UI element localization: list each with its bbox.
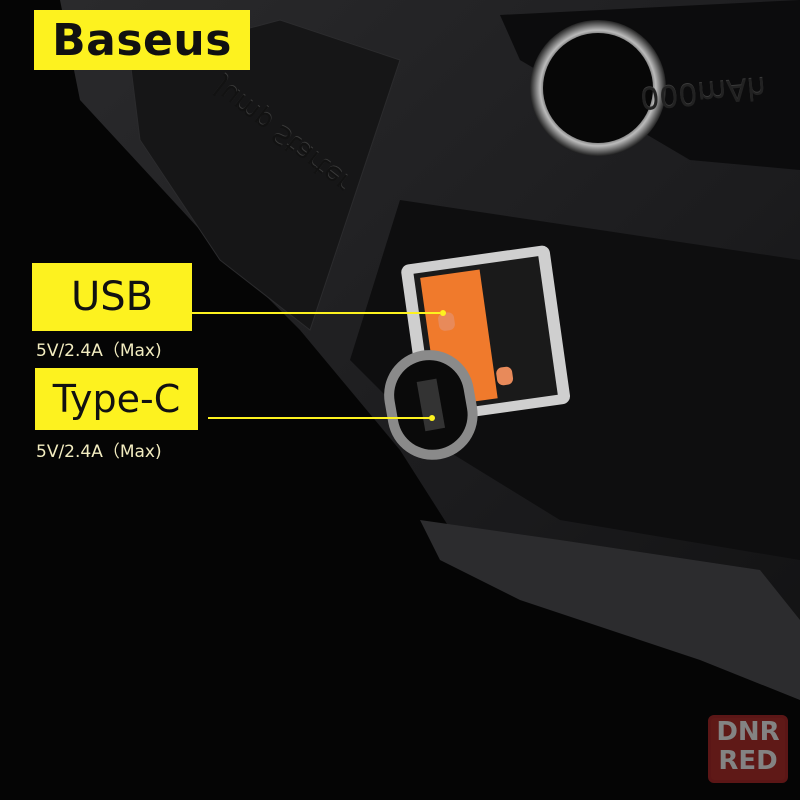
brand-logo: Baseus xyxy=(34,10,250,70)
watermark-line2: RED xyxy=(718,746,778,776)
watermark-logo: DNR RED xyxy=(708,715,788,783)
device-bottom-lip xyxy=(420,520,800,700)
device-side-panel xyxy=(129,19,401,331)
usb-spec: 5V/2.4A（Max) xyxy=(36,341,162,361)
type-c-port xyxy=(384,350,478,460)
type-c-label: Type-C xyxy=(35,368,198,430)
watermark-line1: DNR xyxy=(716,717,780,747)
type-c-spec: 5V/2.4A（Max) xyxy=(36,442,162,462)
usb-label: USB xyxy=(32,263,192,331)
